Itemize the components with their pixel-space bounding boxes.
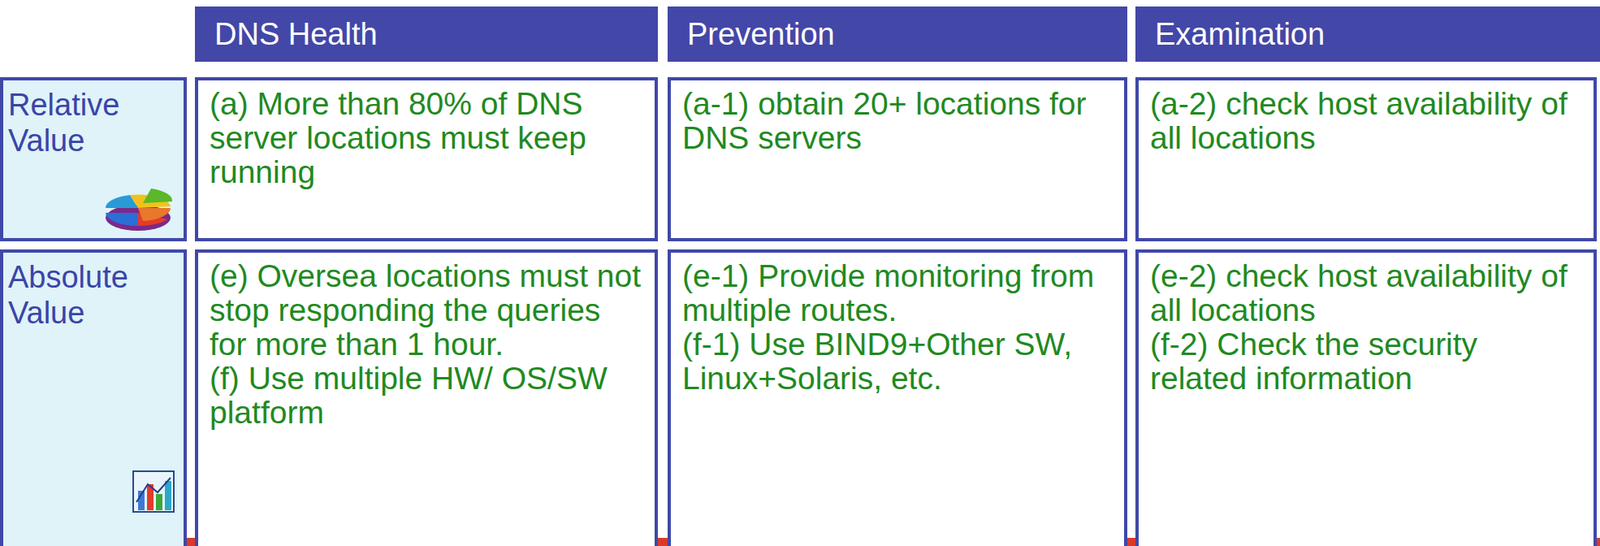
table-cell: (a) More than 80% of DNS server location… [194,77,658,242]
cell-text: (a-2) check host availability of all loc… [1150,86,1583,156]
cell-text: Absolute Value [8,259,179,331]
table-cell: (a-1) obtain 20+ locations for DNS serve… [667,77,1128,242]
cell-text: (f) Use multiple HW/ OS/SW platform [209,361,644,430]
table-cell: (a-2) check host availability of all loc… [1135,77,1597,242]
column-header: DNS Health [194,6,658,62]
column-header: Prevention [667,6,1128,62]
cell-text: (a-1) obtain 20+ locations for DNS serve… [682,86,1113,156]
cell-text: (a) More than 80% of DNS server location… [209,86,644,190]
cell-text: Prevention [687,16,1108,52]
cell-text: Relative Value [8,86,179,159]
table-cell: (e-2) check host availability of all loc… [1135,249,1597,546]
cell-text: (e-1) Provide monitoring from multiple r… [682,259,1113,328]
cell-text: (e) Oversea locations must not stop resp… [209,259,644,362]
row-header: Relative Value [0,77,187,242]
cell-text: (f-1) Use BIND9+Other SW, Linux+Solaris,… [682,327,1113,396]
cell-text: Examination [1154,16,1581,52]
table-cell: (e) Oversea locations must not stop resp… [194,249,658,546]
cell-text: (e-2) check host availability of all loc… [1150,259,1583,328]
table-cell: (e-1) Provide monitoring from multiple r… [667,249,1128,546]
row-header: Absolute Value [0,249,187,546]
column-header: Examination [1135,6,1600,62]
cell-text: (f-2) Check the security related informa… [1150,327,1583,396]
cell-text: DNS Health [214,16,639,52]
